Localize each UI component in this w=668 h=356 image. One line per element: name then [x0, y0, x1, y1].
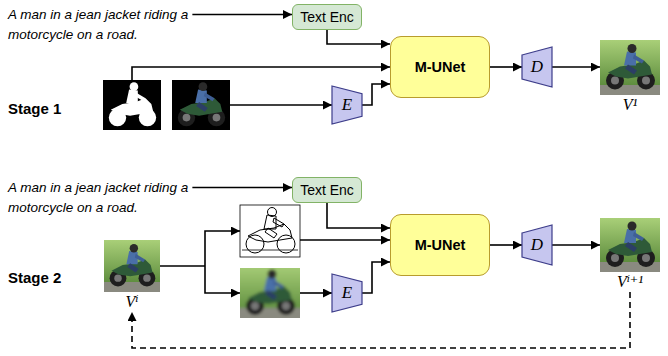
coder-trapezoid: E — [332, 274, 362, 312]
wire — [160, 265, 205, 267]
wire — [132, 67, 390, 80]
masked-image — [172, 80, 230, 130]
node-label: Text Enc — [300, 9, 354, 25]
node-label: Text Enc — [300, 182, 354, 198]
image-node: Vⁱ⁺¹ — [600, 218, 660, 292]
connector — [552, 244, 600, 246]
coder-trapezoid: D — [522, 225, 552, 265]
mask-image — [103, 80, 161, 130]
wire — [300, 292, 332, 294]
stage-label: Stage 2 — [8, 268, 61, 288]
node-label: D — [531, 235, 543, 255]
feedback-connector — [132, 292, 630, 348]
output-image — [600, 40, 660, 95]
coder-trapezoid: D — [522, 47, 552, 87]
trapezoid-outline — [522, 225, 552, 265]
trapezoid-outline — [522, 47, 552, 87]
prompt-wire — [192, 187, 292, 189]
connector — [490, 244, 522, 246]
wire — [230, 104, 332, 106]
trapezoid-outline — [332, 86, 362, 124]
wire — [205, 231, 240, 266]
connector — [552, 66, 600, 68]
encoder-box: Text Enc — [292, 177, 362, 203]
connector — [362, 84, 390, 105]
image-label: Vⁱ — [126, 293, 139, 310]
connector — [490, 66, 522, 68]
prompt-wire — [192, 14, 292, 16]
blurred-image — [240, 268, 300, 318]
wire — [205, 266, 240, 293]
input-image — [104, 240, 160, 292]
node-label: M-UNet — [415, 59, 466, 75]
image-label: Vⁱ⁺¹ — [617, 273, 643, 290]
output-image — [600, 218, 660, 272]
connector — [327, 203, 390, 228]
coder-trapezoid: E — [332, 86, 362, 124]
unet-box: M-UNet — [390, 36, 490, 98]
node-label: E — [342, 95, 352, 115]
node-label: D — [531, 57, 543, 77]
edge-image — [240, 205, 300, 257]
image-node: V¹ — [600, 40, 660, 115]
connector — [327, 30, 390, 44]
prompt-text: A man in a jean jacket riding a motorcyc… — [8, 5, 236, 45]
node-label: E — [342, 283, 352, 303]
image-node: Vⁱ — [104, 240, 160, 312]
stage-label: Stage 1 — [8, 99, 61, 119]
image-label: V¹ — [623, 96, 638, 113]
connector — [362, 262, 390, 293]
prompt-text: A man in a jean jacket riding a motorcyc… — [8, 178, 236, 218]
node-label: M-UNet — [415, 237, 466, 253]
wire — [300, 239, 390, 241]
encoder-box: Text Enc — [292, 4, 362, 30]
trapezoid-outline — [332, 274, 362, 312]
unet-box: M-UNet — [390, 214, 490, 276]
